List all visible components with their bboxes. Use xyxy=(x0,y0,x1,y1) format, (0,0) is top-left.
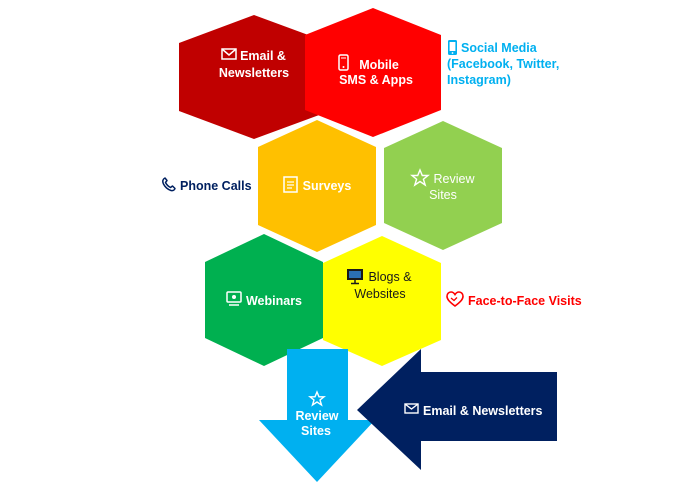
envelope-icon xyxy=(404,403,419,414)
phone-icon xyxy=(162,177,176,192)
svg-text:Newsletters: Newsletters xyxy=(219,66,289,80)
star-icon xyxy=(308,390,326,407)
hex-surveys-shape xyxy=(258,120,376,252)
hex-review: Review Sites xyxy=(384,121,502,250)
hex-blogs: Blogs & Websites xyxy=(323,236,441,366)
arrow-down-shape xyxy=(259,349,375,482)
svg-text:Mobile: Mobile xyxy=(359,58,399,72)
svg-text:Sites: Sites xyxy=(301,424,331,438)
hex-email-shape xyxy=(179,15,330,139)
hex-mobile-shape xyxy=(305,8,441,137)
arrow-down-line2: Sites xyxy=(301,424,331,438)
arrow-left-shape xyxy=(357,349,557,470)
hex-review-line2: Sites xyxy=(429,188,457,202)
hex-blogs-line1: Blogs & xyxy=(368,270,412,284)
svg-text:Review: Review xyxy=(295,409,338,423)
hex-mobile: Mobile SMS & Apps xyxy=(305,8,441,137)
hex-email: Email & Newsletters xyxy=(179,15,330,139)
svg-text:Email &: Email & xyxy=(240,49,286,63)
social-line2: (Facebook, Twitter, xyxy=(447,57,559,71)
hex-mobile-line1: Mobile xyxy=(359,58,399,72)
label-social-media: Social Media (Facebook, Twitter, Instagr… xyxy=(447,40,559,87)
presenter-icon xyxy=(226,291,242,306)
svg-text:SMS & Apps: SMS & Apps xyxy=(339,73,413,87)
smartphone-icon xyxy=(448,40,457,55)
arrow-email-newsletters: Email & Newsletters xyxy=(357,349,557,470)
svg-text:(Facebook, Twitter,: (Facebook, Twitter, xyxy=(447,57,559,71)
svg-text:Social Media: Social Media xyxy=(461,41,538,55)
handshake-heart-icon xyxy=(446,291,464,308)
svg-text:Surveys: Surveys xyxy=(303,179,352,193)
arrow-review-sites: Review Sites xyxy=(259,349,375,482)
hex-mobile-line2: SMS & Apps xyxy=(339,73,413,87)
hex-surveys: Surveys xyxy=(258,120,376,252)
hex-review-line1: Review xyxy=(434,172,476,186)
social-line1: Social Media xyxy=(461,41,538,55)
hex-email-line1: Email & xyxy=(240,49,286,63)
svg-text:Face-to-Face Visits: Face-to-Face Visits xyxy=(468,294,582,308)
svg-text:Websites: Websites xyxy=(354,287,405,301)
svg-text:Review: Review xyxy=(434,172,476,186)
svg-text:Blogs &: Blogs & xyxy=(368,270,412,284)
clipboard-icon xyxy=(283,176,298,193)
arrow-down-line1: Review xyxy=(295,409,338,423)
phone-label: Phone Calls xyxy=(180,179,252,193)
star-icon xyxy=(410,168,430,187)
hex-review-shape xyxy=(384,121,502,250)
hex-blogs-shape xyxy=(323,236,441,366)
arrow-left-label: Email & Newsletters xyxy=(423,404,543,418)
label-phone-calls: Phone Calls xyxy=(162,177,252,193)
mobile-phone-icon xyxy=(338,54,349,71)
hex-webinars: Webinars xyxy=(205,234,323,366)
svg-text:Phone Calls: Phone Calls xyxy=(180,179,252,193)
hex-blogs-line2: Websites xyxy=(354,287,405,301)
svg-text:Email & Newsletters: Email & Newsletters xyxy=(423,404,543,418)
hex-webinars-label: Webinars xyxy=(246,294,302,308)
svg-text:Webinars: Webinars xyxy=(246,294,302,308)
hex-surveys-label: Surveys xyxy=(303,179,352,193)
svg-text:Instagram): Instagram) xyxy=(447,73,511,87)
label-face-to-face: Face-to-Face Visits xyxy=(446,291,582,308)
face-label: Face-to-Face Visits xyxy=(468,294,582,308)
envelope-icon xyxy=(221,48,237,60)
svg-text:Sites: Sites xyxy=(429,188,457,202)
monitor-icon xyxy=(347,269,363,285)
hex-webinars-shape xyxy=(205,234,323,366)
social-line3: Instagram) xyxy=(447,73,511,87)
hex-email-line2: Newsletters xyxy=(219,66,289,80)
